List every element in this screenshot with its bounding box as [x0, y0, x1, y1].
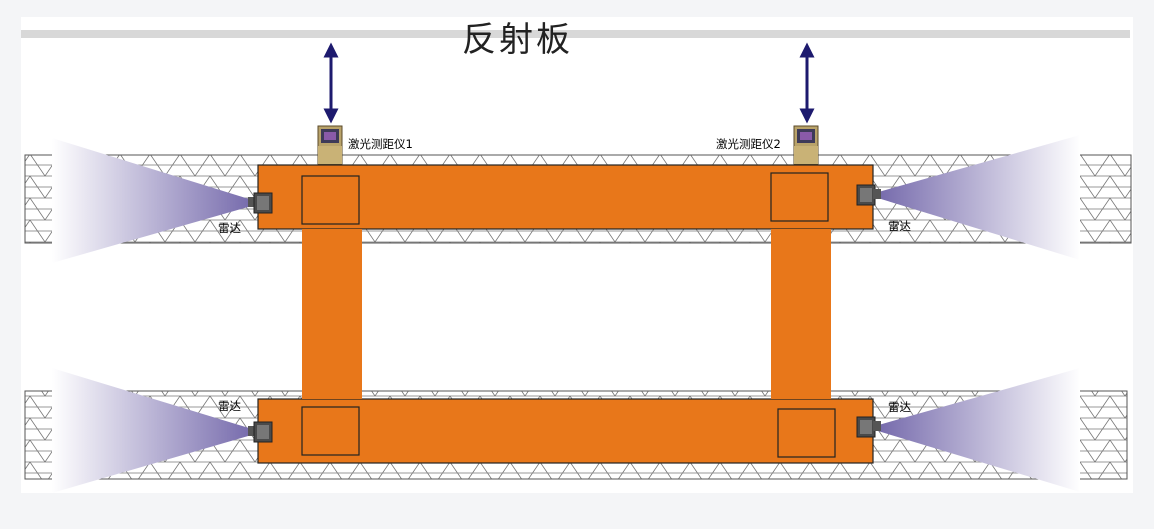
radar-beam-bottom-left: [52, 368, 262, 493]
radar-beam-top-right: [868, 135, 1080, 260]
laser-label-1: 激光测距仪1: [348, 137, 413, 151]
radar-label-top-right: 雷达: [888, 219, 911, 233]
radar-label-bottom-left: 雷达: [218, 399, 241, 413]
reflector-plate: [21, 30, 1130, 38]
laser-rangefinder-icon: [317, 125, 343, 165]
radar-sensor-icon: [248, 192, 273, 214]
joint-top-right: [770, 172, 829, 222]
orange-frame: [257, 164, 874, 464]
radar-beam-bottom-right: [868, 368, 1080, 492]
frame-right-leg: [771, 229, 831, 399]
radar-beam-top-left: [52, 138, 262, 263]
frame-bottom-beam: [257, 398, 874, 464]
laser-label-2: 激光测距仪2: [716, 137, 781, 151]
radar-sensor-icon: [856, 416, 881, 438]
laser-rangefinder-icon: [793, 125, 819, 165]
radar-sensor-icon: [856, 184, 881, 206]
radar-label-top-left: 雷达: [218, 221, 241, 235]
frame-left-leg: [302, 229, 362, 399]
joint-bottom-right: [777, 408, 836, 458]
radar-sensor-icon: [248, 421, 273, 443]
radar-label-bottom-right: 雷达: [888, 400, 911, 414]
joint-bottom-left: [301, 406, 360, 456]
reflector-title: 反射板: [462, 20, 573, 60]
frame-top-beam: [257, 164, 874, 230]
joint-top-left: [301, 175, 360, 225]
